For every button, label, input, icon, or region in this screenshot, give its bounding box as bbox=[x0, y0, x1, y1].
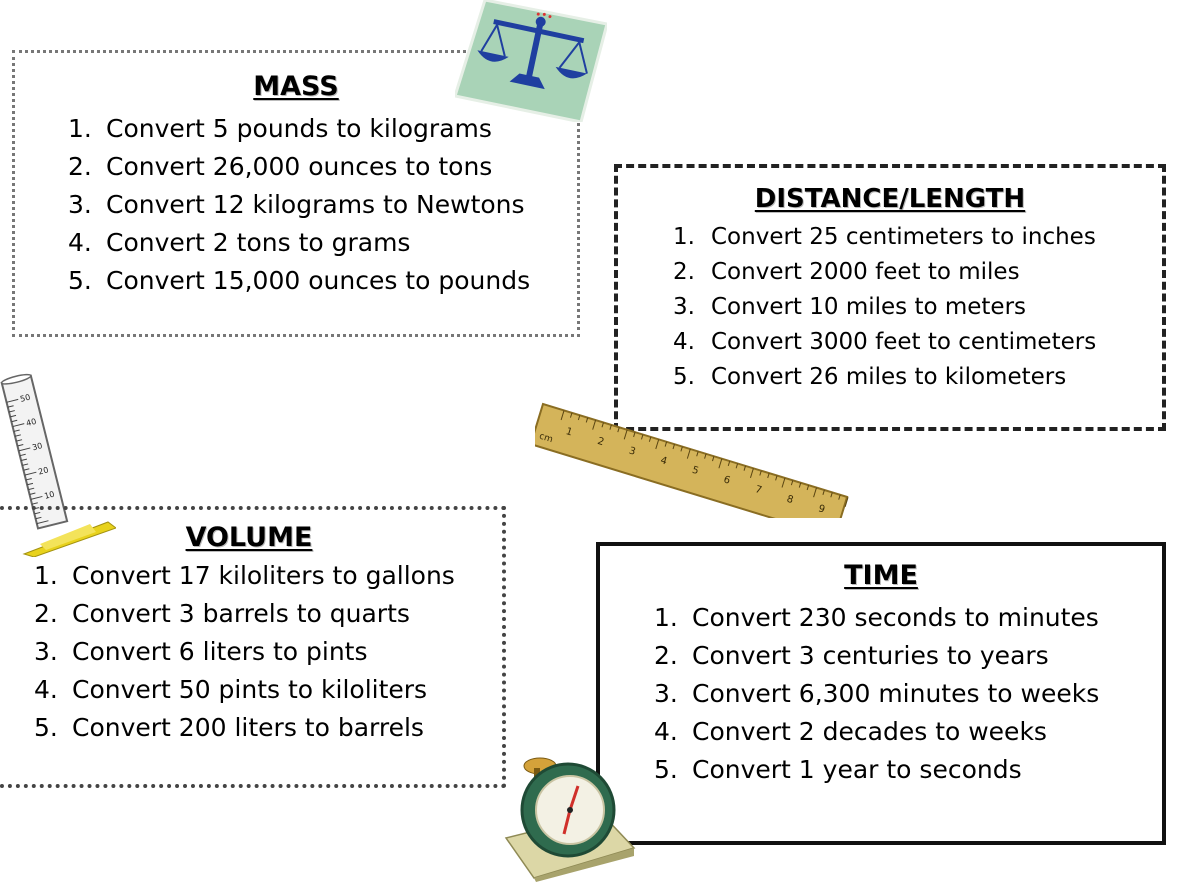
ruler-icon: cm 1 2 3 4 5 6 7 8 9 bbox=[535, 402, 849, 518]
mass-section: MASS 1.Convert 5 pounds to kilograms 2.C… bbox=[12, 50, 580, 337]
ruler-mark-label: 1 bbox=[564, 426, 573, 438]
list-item: 4.Convert 50 pints to kiloliters bbox=[34, 675, 428, 704]
volume-title: VOLUME bbox=[185, 522, 313, 553]
cylinder-mark-label: 20 bbox=[37, 465, 49, 476]
list-item: 4.Convert 2 decades to weeks bbox=[654, 717, 1047, 746]
ruler-mark-label: 5 bbox=[691, 465, 700, 477]
distance-section: DISTANCE/LENGTH 1.Convert 25 centimeters… bbox=[614, 164, 1166, 431]
distance-list: 1.Convert 25 centimeters to inches 2.Con… bbox=[673, 220, 1162, 395]
alarm-clock-icon bbox=[504, 757, 636, 882]
ruler-mark-label: 8 bbox=[785, 494, 794, 506]
list-item: 1.Convert 25 centimeters to inches bbox=[673, 224, 1096, 250]
ruler-mark-label: 2 bbox=[596, 436, 605, 448]
cylinder-mark-label: 30 bbox=[31, 441, 43, 452]
list-item: 5.Convert 1 year to seconds bbox=[654, 755, 1022, 784]
volume-list: 1.Convert 17 kiloliters to gallons 2.Con… bbox=[34, 557, 502, 747]
list-item: 2.Convert 3 barrels to quarts bbox=[34, 599, 410, 628]
cylinder-mark-label: 40 bbox=[25, 417, 37, 428]
list-item: 2.Convert 2000 feet to miles bbox=[673, 259, 1020, 285]
list-item: 5.Convert 26 miles to kilometers bbox=[673, 364, 1067, 390]
list-item: 2.Convert 26,000 ounces to tons bbox=[68, 152, 493, 181]
list-item: 5.Convert 200 liters to barrels bbox=[34, 713, 424, 742]
time-list: 1.Convert 230 seconds to minutes 2.Conve… bbox=[654, 599, 1162, 789]
list-item: 4.Convert 3000 feet to centimeters bbox=[673, 329, 1097, 355]
list-item: 1.Convert 230 seconds to minutes bbox=[654, 603, 1099, 632]
mass-list: 1.Convert 5 pounds to kilograms 2.Conver… bbox=[68, 110, 577, 300]
list-item: 3.Convert 6,300 minutes to weeks bbox=[654, 679, 1100, 708]
list-item: 5.Convert 15,000 ounces to pounds bbox=[68, 266, 531, 295]
volume-section: VOLUME 1.Convert 17 kiloliters to gallon… bbox=[0, 506, 506, 788]
mass-title: MASS bbox=[253, 71, 339, 102]
ruler-mark-label: 4 bbox=[659, 455, 668, 467]
cylinder-mark-label: 10 bbox=[43, 490, 55, 501]
ruler-mark-label: 7 bbox=[754, 484, 763, 496]
distance-title: DISTANCE/LENGTH bbox=[754, 184, 1026, 214]
list-item: 1.Convert 17 kiloliters to gallons bbox=[34, 561, 455, 590]
list-item: 4.Convert 2 tons to grams bbox=[68, 228, 411, 257]
cylinder-mark-label: 50 bbox=[19, 393, 31, 404]
list-item: 3.Convert 10 miles to meters bbox=[673, 294, 1027, 320]
list-item: 3.Convert 6 liters to pints bbox=[34, 637, 368, 666]
ruler-mark-label: 3 bbox=[627, 445, 636, 457]
list-item: 1.Convert 5 pounds to kilograms bbox=[68, 114, 492, 143]
time-section: TIME 1.Convert 230 seconds to minutes 2.… bbox=[596, 542, 1166, 845]
ruler-unit: cm bbox=[538, 432, 554, 446]
list-item: 2.Convert 3 centuries to years bbox=[654, 641, 1049, 670]
time-title: TIME bbox=[844, 560, 918, 591]
ruler-mark-label: 6 bbox=[722, 474, 731, 486]
balance-scale-icon bbox=[455, 0, 607, 122]
ruler-mark-label: 9 bbox=[817, 503, 826, 515]
graduated-cylinder-icon: 50 40 30 20 10 bbox=[0, 373, 116, 557]
list-item: 3.Convert 12 kilograms to Newtons bbox=[68, 190, 525, 219]
